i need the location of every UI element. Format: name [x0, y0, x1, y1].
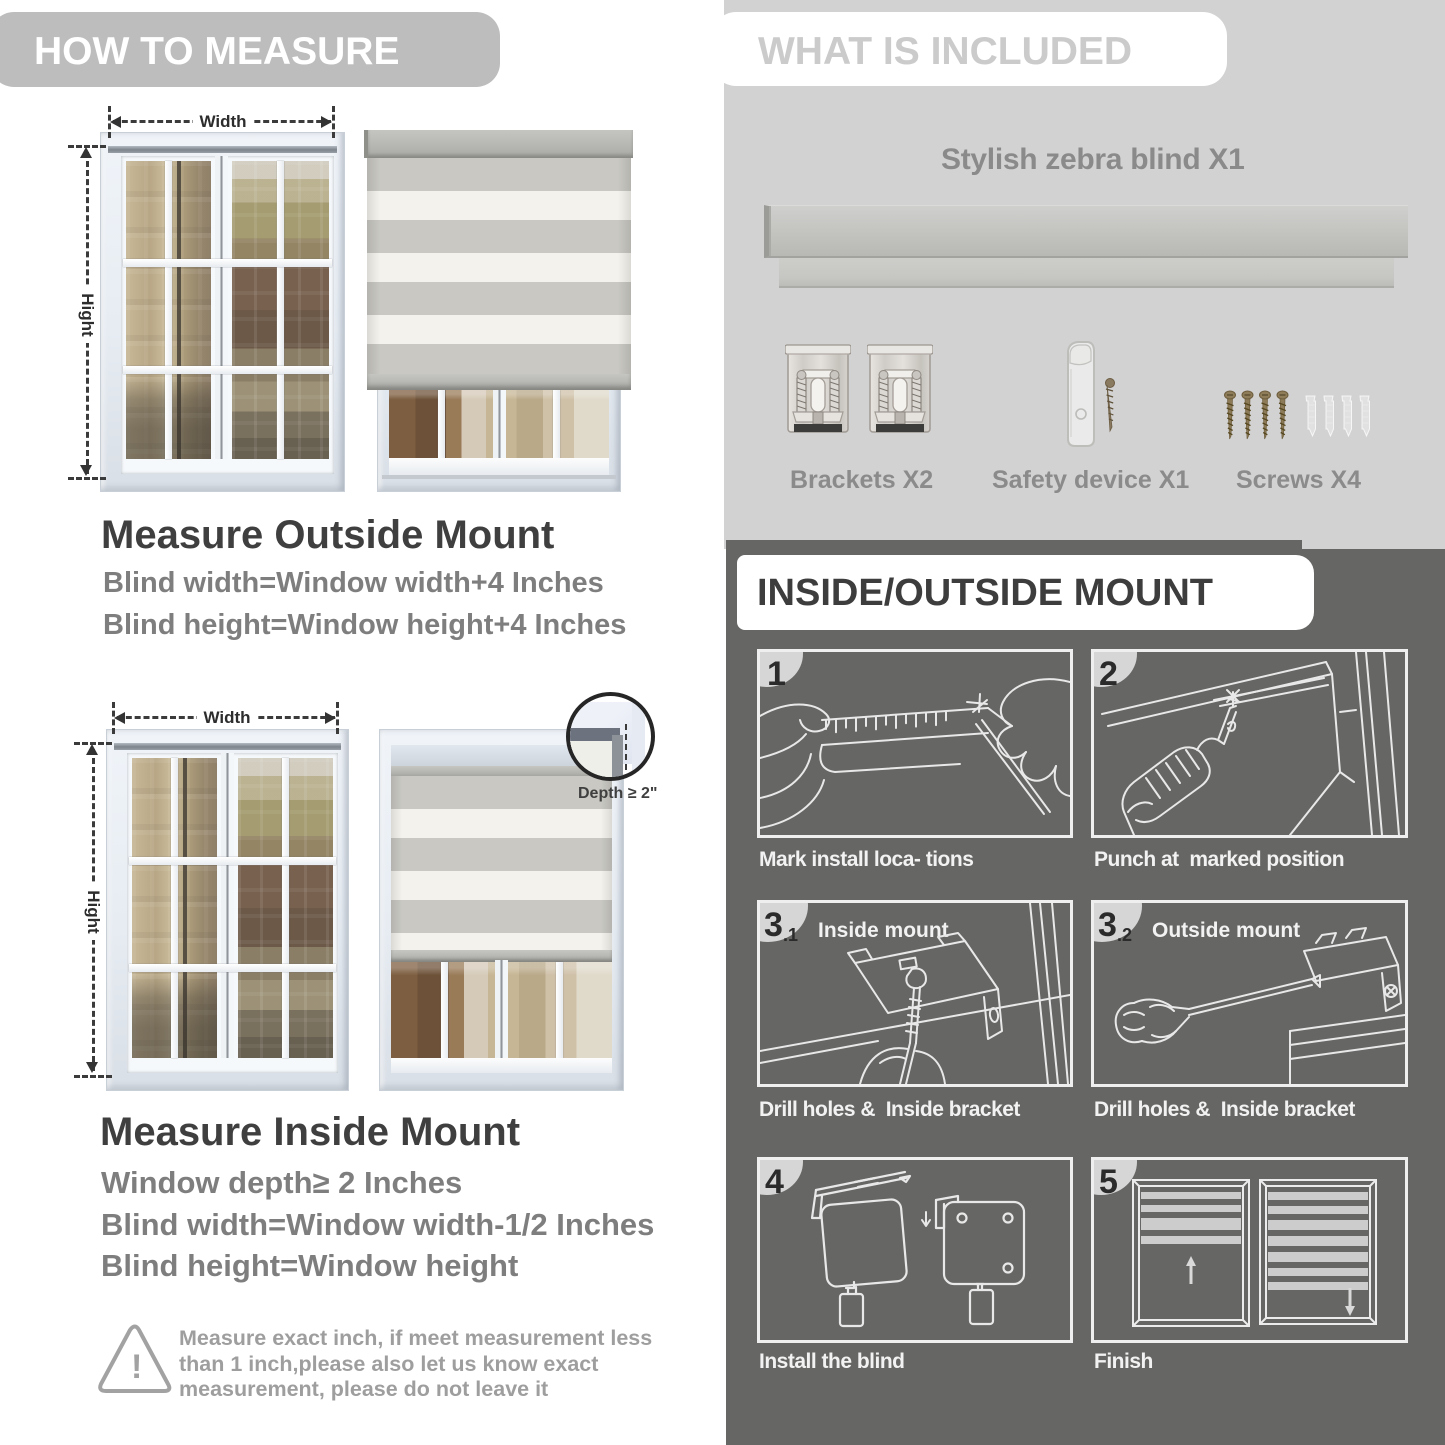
svg-text:.1: .1	[783, 925, 798, 945]
svg-text:3: 3	[1098, 906, 1117, 944]
svg-text:!: !	[131, 1348, 142, 1386]
svg-text:Outside mount: Outside mount	[1152, 919, 1300, 942]
svg-text:1: 1	[767, 655, 786, 693]
svg-text:Inside mount: Inside mount	[818, 919, 949, 942]
svg-text:2: 2	[1099, 655, 1118, 693]
svg-text:5: 5	[1099, 1163, 1118, 1201]
svg-text:4: 4	[765, 1163, 784, 1201]
svg-text:.2: .2	[1117, 925, 1132, 945]
svg-text:3: 3	[764, 906, 783, 944]
